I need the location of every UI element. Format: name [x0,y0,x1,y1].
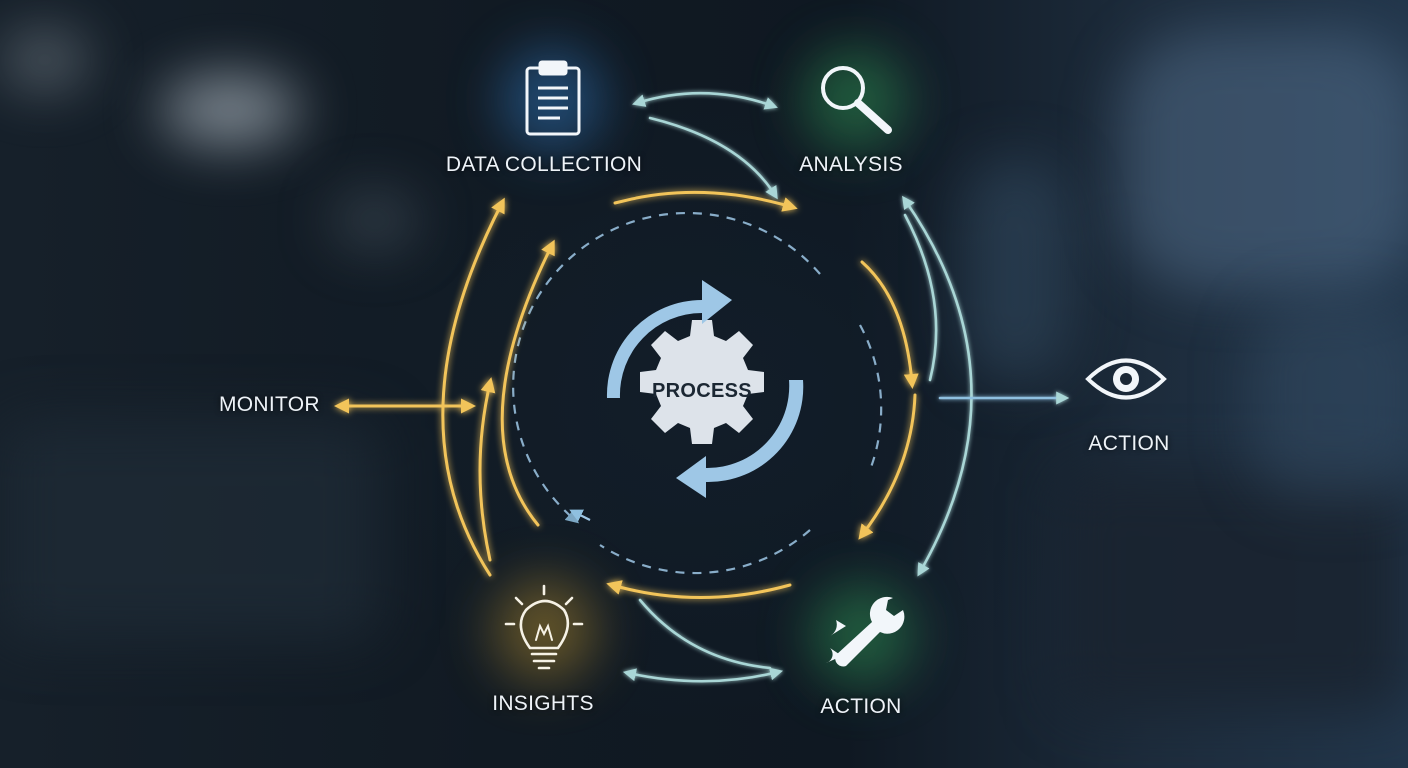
node-analysis-label: ANALYSIS [799,153,903,176]
arrow-yellow-top [613,190,798,212]
node-data-collection-label: DATA COLLECTION [445,153,643,176]
lightbulb-icon [504,584,584,670]
arrow-yellow-outer-left [441,197,505,577]
arrow-teal-right-inner [903,213,938,382]
node-insights-label: INSIGHTS [492,692,594,715]
node-action-bottom-label: ACTION [820,695,902,718]
node-action-right-label: ACTION [1088,432,1170,455]
arrow-yellow-right [860,260,919,389]
node-monitor-label: MONITOR [219,393,320,416]
clipboard-icon [525,60,581,136]
arrow-yellow-right-lower [858,393,917,540]
inner-dashed-ring [512,211,883,575]
arrow-teal-bottom-curve [638,598,772,670]
yellow-arrows [334,190,919,599]
wrench-icon [826,596,905,667]
dashed-arrow-head-bottom [569,509,591,522]
rotate-arrow-bottom-icon [676,380,804,498]
center-process-label: PROCESS [652,380,752,402]
arrow-teal-right-outer [902,195,973,577]
arrow-teal-top [632,91,778,110]
gear-icon [640,320,764,444]
magnifier-icon [821,66,892,134]
arrow-yellow-up-short [478,377,496,562]
teal-arrows [622,91,1070,683]
eye-icon [1085,358,1167,400]
arrow-teal-bottom [622,667,784,683]
arrow-yellow-bottom [606,580,792,599]
center-process [606,280,804,498]
rotate-arrow-top-icon [606,280,732,398]
arrow-teal-top-curve [648,116,778,200]
arrow-yellow-inner-left [500,239,555,527]
